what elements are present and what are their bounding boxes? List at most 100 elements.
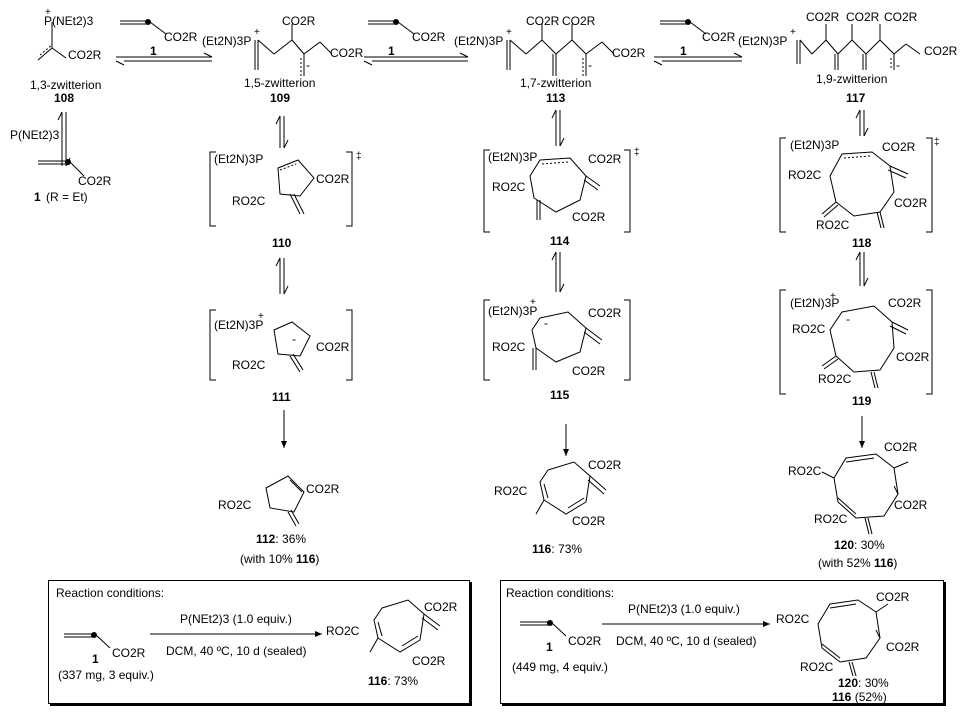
- box-right-product-ester-b: CO2R: [886, 640, 920, 654]
- box-left-product-yield: 116: 73%: [368, 674, 419, 688]
- brackets-114: [483, 149, 631, 233]
- box-left-conditions: DCM, 40 ºC, 10 d (sealed): [166, 644, 307, 658]
- brackets-110: [209, 151, 353, 227]
- ester-115-b: CO2R: [572, 364, 606, 378]
- ester-117-d: CO2R: [924, 44, 958, 58]
- allene-reagent-1-top-left: [120, 19, 167, 35]
- equilibrium-arrow-109-110: [275, 115, 289, 149]
- label-117-name: 1,9-zwitterion: [816, 72, 888, 86]
- minus-charge-113: -: [588, 58, 592, 72]
- ester-116-a: CO2R: [588, 458, 622, 472]
- equilibrium-arrow-109-113: [363, 52, 469, 66]
- phosphonium-114: (Et2N)3P: [488, 150, 538, 164]
- box-left-product-ester-a: CO2R: [424, 600, 458, 614]
- box-right-title: Reaction conditions:: [506, 586, 615, 600]
- box-right-product-yield: 120: 30%: [838, 676, 889, 690]
- equilibrium-arrow-110-111: [275, 257, 289, 295]
- allene-ester-1: CO2R: [164, 30, 198, 44]
- zwitterion-119-ring: [821, 305, 909, 389]
- box-left-title: Reaction conditions:: [56, 586, 165, 600]
- step-2-label: 1: [388, 44, 395, 58]
- ester-118-b: CO2R: [894, 196, 928, 210]
- phosphonium-119: (Et2N)3P: [790, 296, 840, 310]
- product-116-ring: [535, 461, 607, 515]
- label-118: 118: [852, 236, 872, 250]
- box-left-allene: [64, 632, 111, 649]
- ester-120-b: CO2R: [894, 498, 928, 512]
- box-left-product-ring: [369, 599, 441, 653]
- phosphonium-115: (Et2N)3P: [488, 304, 538, 318]
- brackets-111: [209, 309, 353, 381]
- brackets-118: [779, 137, 933, 233]
- phosphonium-117: (Et2N)3P: [738, 34, 788, 48]
- equilibrium-arrow-113-114: [551, 109, 565, 147]
- ester-118-left-b: RO2C: [816, 218, 850, 232]
- zwitterion-115-ring: [531, 311, 603, 370]
- zwitterion-117-structure: [796, 24, 921, 70]
- box-right-product-ester-left-a: RO2C: [776, 612, 810, 626]
- transition-state-114-ring: [529, 157, 601, 220]
- ester-117-c: CO2R: [884, 10, 918, 24]
- label-119: 119: [852, 394, 872, 408]
- conditions-box-right: [500, 580, 944, 704]
- label-113: 113: [546, 91, 566, 105]
- allene-reagent-1-left: [38, 159, 85, 177]
- label-114: 114: [550, 234, 570, 248]
- plus-charge-108: +: [45, 7, 51, 18]
- label-109-name: 1,5-zwitterion: [244, 76, 316, 90]
- ester-119-left-a: RO2C: [792, 322, 826, 336]
- ts-mark-118: ‡: [934, 137, 940, 148]
- label-117: 117: [846, 91, 866, 105]
- ester-113-c: CO2R: [612, 46, 646, 60]
- plus-charge-109: +: [254, 27, 260, 38]
- note-112: (with 10% 116): [240, 552, 320, 566]
- minus-charge-117: -: [896, 58, 900, 72]
- ester-119-a: CO2R: [888, 296, 922, 310]
- ester-115-left: RO2C: [492, 340, 526, 354]
- box-left-product-ester-left: RO2C: [326, 624, 360, 638]
- minus-charge-111: -: [292, 332, 296, 346]
- label-108: 108: [54, 91, 75, 105]
- ester-110-left: RO2C: [232, 194, 266, 208]
- equilibrium-arrow-118-119: [855, 251, 869, 287]
- ester-119-b: CO2R: [896, 350, 930, 364]
- ester-112-right: CO2R: [306, 482, 340, 496]
- label-111: 111: [272, 390, 291, 404]
- label-113-name: 1,7-zwitterion: [520, 76, 592, 90]
- allene-ester-3: CO2R: [702, 30, 736, 44]
- ester-111-left: RO2C: [232, 358, 266, 372]
- label-109: 109: [270, 91, 291, 105]
- box-right-sm-number: 1: [546, 640, 553, 654]
- ester-117-a: CO2R: [806, 10, 840, 24]
- yield-112: 112: 36%: [256, 532, 307, 546]
- ester-111-right: CO2R: [316, 340, 350, 354]
- box-right-reagent: P(NEt2)3 (1.0 equiv.): [628, 602, 740, 616]
- brackets-115: [483, 299, 631, 381]
- transition-state-118-ring: [821, 151, 909, 229]
- box-left-reagent: P(NEt2)3 (1.0 equiv.): [180, 612, 292, 626]
- label-110: 110: [272, 236, 292, 250]
- label-115: 115: [550, 388, 570, 402]
- box-left-sm-number: 1: [92, 652, 99, 666]
- minus-charge-109: -: [306, 58, 310, 72]
- label-108-name: 1,3-zwitterion: [30, 78, 102, 92]
- equilibrium-arrow-108-109: [115, 52, 213, 66]
- box-right-ester: CO2R: [568, 634, 602, 648]
- box-right-product2-yield: 116 (52%): [832, 690, 887, 704]
- ester-116-b: CO2R: [572, 514, 606, 528]
- box-right-product-ester-left-b: RO2C: [800, 660, 834, 674]
- minus-charge-119: -: [846, 312, 850, 326]
- product-120-ring: [821, 453, 909, 535]
- ester-114-left: RO2C: [492, 180, 526, 194]
- ester-118-left-a: RO2C: [788, 168, 822, 182]
- box-right-product-ester-a: CO2R: [876, 590, 910, 604]
- box-left-ester: CO2R: [112, 646, 146, 660]
- ester-110-right: CO2R: [316, 172, 350, 186]
- step-1-label: 1: [150, 44, 157, 58]
- ester-112-left: RO2C: [218, 498, 252, 512]
- reagent-1-definition: (R = Et): [46, 190, 88, 204]
- ester-114-a: CO2R: [588, 152, 622, 166]
- zwitterion-111-ring: [273, 321, 311, 373]
- ester-120-a: CO2R: [884, 440, 918, 454]
